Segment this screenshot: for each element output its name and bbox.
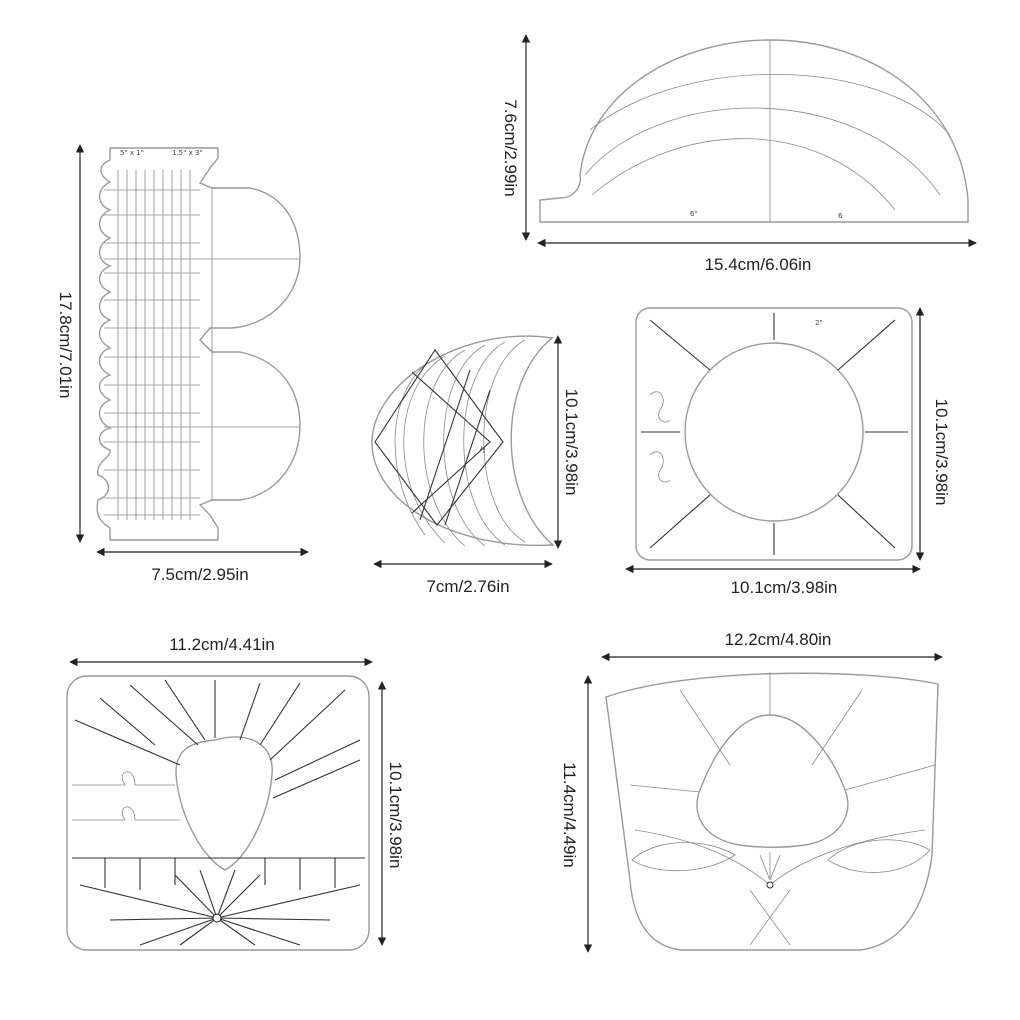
template-square-teardrop: 11.2cm/4.41in 10.1cm/3.98in [66,635,405,951]
template-1-label-2: 1.5" x 3" [172,149,203,157]
template-fan-teardrop: 12.2cm/4.80in 11.4cm/4.49in [560,630,943,953]
template-4-width: 10.1cm/3.98in [731,578,838,597]
template-4-height: 10.1cm/3.98in [932,399,951,506]
template-2-label-2: 6 [838,212,843,220]
template-long-double-arc: 5" x 1" 1.5" x 3" 17.8cm/7.01in 7.5cm/2.… [56,144,309,584]
template-2-label-1: 6" [690,210,698,218]
template-crescent: 4" 10.1cm/3.98in 7cm/2.76in [371,335,581,596]
template-6-height: 11.4cm/4.49in [560,762,579,868]
template-square-circle: 2" 10.1cm/3.98in 10.1cm/3.98in [625,307,951,597]
template-1-width: 7.5cm/2.95in [151,565,248,584]
template-2-height: 7.6cm/2.99in [501,99,520,196]
template-half-circle-arc: 6" 6 7.6cm/2.99in 15.4cm/6.06in [501,34,977,274]
template-6-width: 12.2cm/4.80in [725,630,832,649]
template-1-height: 17.8cm/7.01in [56,292,75,399]
template-3-height: 10.1cm/3.98in [562,389,581,496]
template-2-width: 15.4cm/6.06in [705,255,812,274]
template-1-label-1: 5" x 1" [120,149,144,157]
template-4-label-1: 2" [815,319,823,327]
template-3-label-1: 4" [478,446,486,454]
template-5-width: 11.2cm/4.41in [169,635,275,654]
template-3-width: 7cm/2.76in [426,577,509,596]
template-5-height: 10.1cm/3.98in [386,762,405,869]
